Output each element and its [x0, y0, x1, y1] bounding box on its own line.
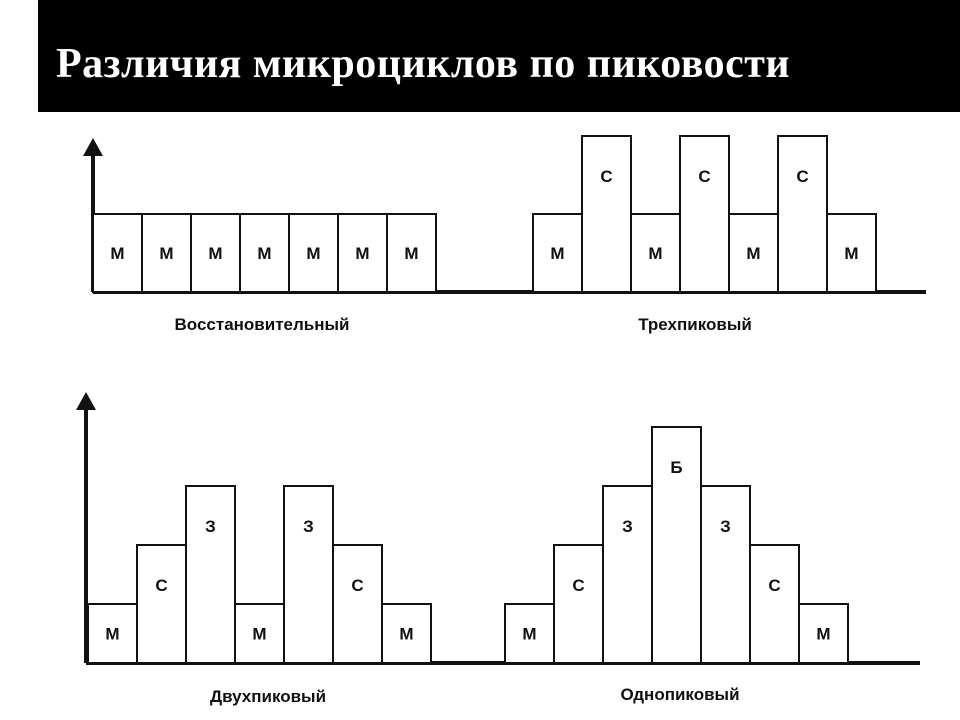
bar — [332, 544, 383, 664]
bar — [136, 544, 187, 664]
bar — [386, 213, 437, 293]
bar-label: С — [351, 576, 363, 595]
bar-label: М — [208, 244, 222, 263]
bar — [826, 213, 877, 293]
bar — [679, 135, 730, 293]
chart-1: М М М М М М М Восстановительный — [92, 213, 437, 334]
bar-label: С — [155, 576, 167, 595]
bar — [185, 485, 236, 664]
bar-label: С — [698, 167, 710, 186]
bar-label: З — [303, 517, 314, 536]
title-band — [38, 0, 960, 112]
bar — [651, 426, 702, 664]
y-axis-arrow — [83, 138, 103, 156]
bar-label: З — [720, 517, 731, 536]
bar — [190, 213, 241, 293]
bar — [234, 603, 285, 664]
bar — [749, 544, 800, 664]
bar-label: М — [306, 244, 320, 263]
bar — [777, 135, 828, 293]
chart-title: Трехпиковый — [638, 315, 752, 334]
decorative-lines — [8, 64, 38, 120]
bar-label: М — [844, 244, 858, 263]
bar-label: М — [404, 244, 418, 263]
chart-title: Двухпиковый — [210, 687, 326, 706]
bar — [630, 213, 681, 293]
bar — [581, 135, 632, 293]
bar-label: С — [572, 576, 584, 595]
bar — [700, 485, 751, 664]
chart-4: М С З Б З С М Однопиковый — [504, 426, 849, 704]
chart-title: Однопиковый — [620, 685, 739, 704]
bar-label: М — [746, 244, 760, 263]
bar-label: М — [522, 625, 536, 644]
y-axis-arrow — [76, 392, 96, 410]
bar-label: М — [257, 244, 271, 263]
bar — [92, 213, 143, 293]
bar-label: М — [355, 244, 369, 263]
bar — [283, 485, 334, 664]
chart-2: М С М С М С М Трехпиковый — [532, 135, 877, 334]
bar-label: С — [796, 167, 808, 186]
bar-label: Б — [670, 458, 682, 477]
bar-label: З — [622, 517, 633, 536]
bar-label: М — [816, 625, 830, 644]
bar-label: З — [205, 517, 216, 536]
bar-label: М — [159, 244, 173, 263]
bar-label: М — [648, 244, 662, 263]
chart-3: М С З М З С М Двухпиковый — [87, 485, 432, 706]
bar — [602, 485, 653, 664]
bar-label: М — [110, 244, 124, 263]
bar-label: С — [600, 167, 612, 186]
chart-title: Восстановительный — [175, 315, 350, 334]
bar-label: М — [399, 625, 413, 644]
bar — [798, 603, 849, 664]
bar — [553, 544, 604, 664]
bar-label: М — [252, 625, 266, 644]
bar-label: С — [768, 576, 780, 595]
bar — [288, 213, 339, 293]
bar-label: М — [550, 244, 564, 263]
slide-title: Различия микроциклов по пиковости — [56, 41, 791, 87]
bar-label: М — [105, 625, 119, 644]
bar — [381, 603, 432, 664]
